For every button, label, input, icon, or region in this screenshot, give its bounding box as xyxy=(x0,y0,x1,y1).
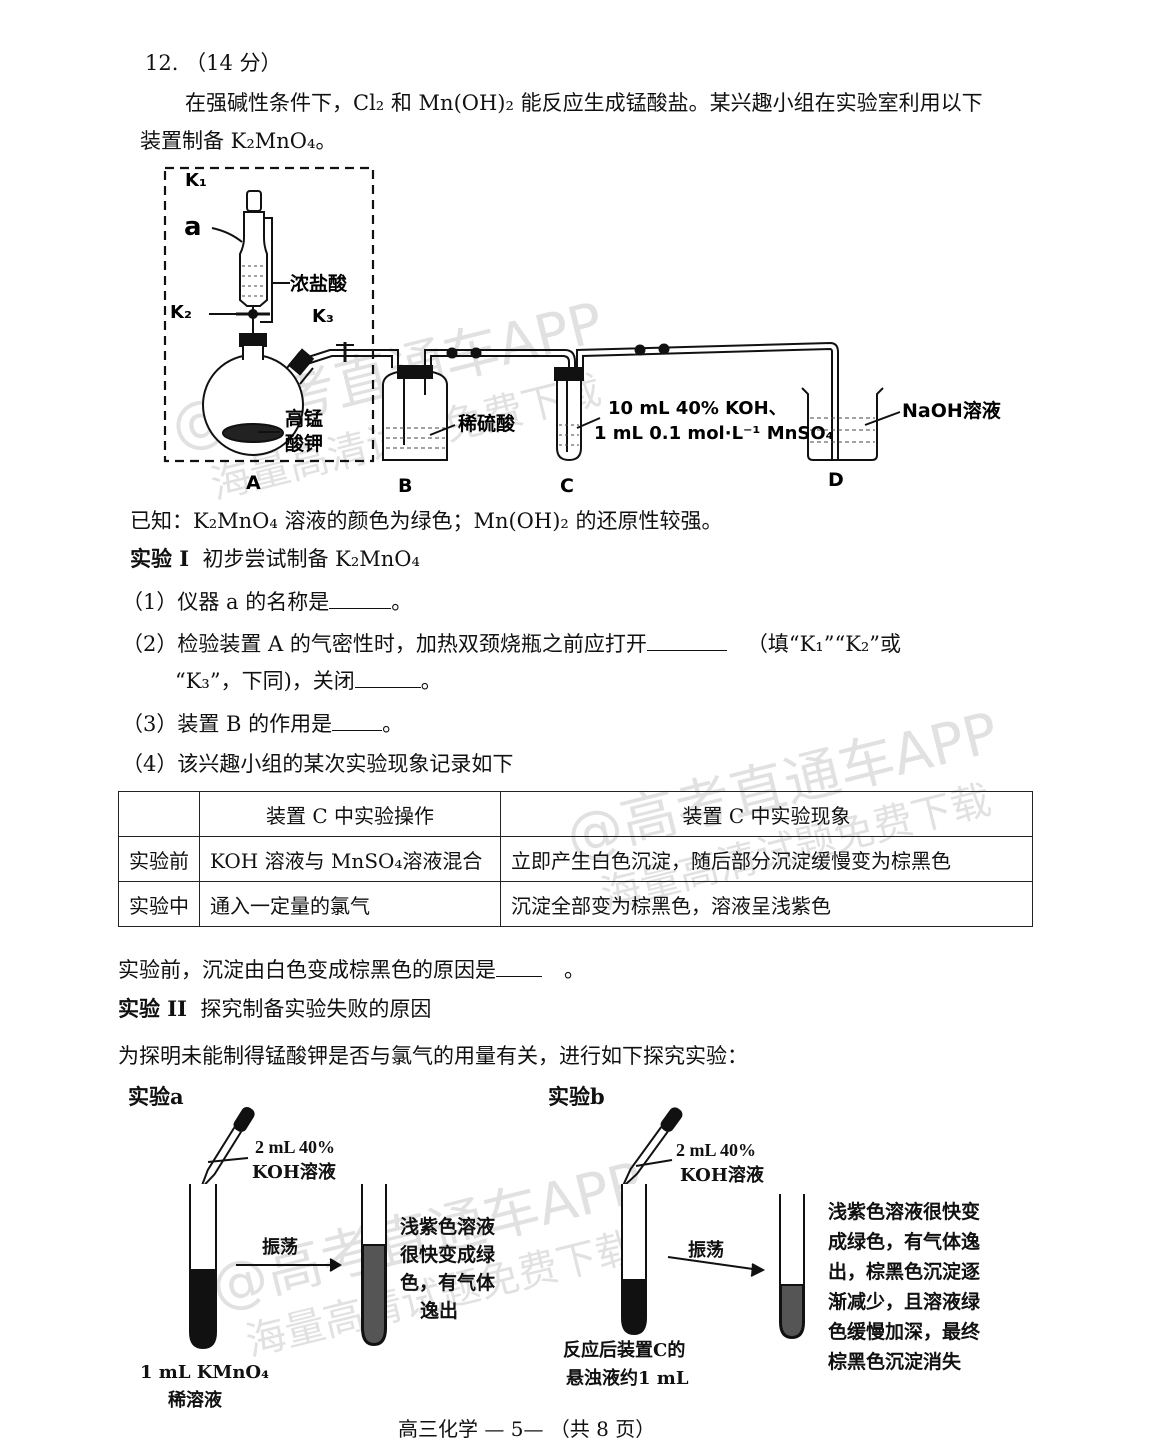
expa-result-line: 很快变成绿 xyxy=(400,1244,496,1266)
label-k1: K₁ xyxy=(185,170,207,191)
apparatus-a-dashed-box xyxy=(163,166,375,463)
label-naoh: NaOH溶液 xyxy=(902,399,1002,422)
q2-text: （2）检验装置 A 的气密性时，加热双颈烧瓶之前应打开 xyxy=(122,632,647,656)
label-apparatus-a: A xyxy=(246,472,261,494)
question-intro-line1: 在强碱性条件下，Cl₂ 和 Mn(OH)₂ 能反应生成锰酸盐。某兴趣小组在实验室… xyxy=(185,91,983,115)
expa-result-line: 色，有气体 xyxy=(400,1272,496,1294)
q4-line: （4）该兴趣小组的某次实验现象记录如下 xyxy=(122,752,514,776)
expb-reagent-2: KOH溶液 xyxy=(680,1165,764,1186)
q1-answer-blank[interactable] xyxy=(329,588,392,609)
table-cell: 实验中 xyxy=(118,881,200,927)
table-header-cell: 装置 C 中实验现象 xyxy=(500,791,1033,837)
q2-line: （2）检验装置 A 的气密性时，加热双颈烧瓶之前应打开 （填“K₁”“K₂”或 xyxy=(122,630,901,657)
label-apparatus-c: C xyxy=(560,475,574,497)
label-k2: K₂ xyxy=(170,302,192,323)
label-apparatus-d: D xyxy=(828,469,844,491)
expb-start-1: 反应后装置C的 xyxy=(563,1340,686,1361)
q3-end: 。 xyxy=(382,712,404,736)
expb-result-line: 浅紫色溶液很快变 xyxy=(828,1201,981,1223)
expa-result-line: 逸出 xyxy=(420,1300,459,1322)
table-cell: 沉淀全部变为棕黑色，溶液呈浅紫色 xyxy=(500,881,1033,927)
expa-action: 振荡 xyxy=(262,1237,298,1258)
q2-line2-text: “K₃”，下同)，关闭 xyxy=(175,669,355,693)
expb-result-line: 出，棕黑色沉淀逐 xyxy=(828,1261,981,1283)
exp1-title: 实验 I xyxy=(130,546,190,571)
table-row: 实验中 通入一定量的氯气 沉淀全部变为棕黑色，溶液呈浅紫色 xyxy=(118,881,1033,927)
q2-line2: “K₃”，下同)，关闭 。 xyxy=(175,667,442,694)
exp2-subtitle: 探究制备实验失败的原因 xyxy=(200,997,432,1021)
label-c-reagent-2: 1 mL 0.1 mol·L⁻¹ MnSO₄ xyxy=(594,423,834,444)
table-cell: 实验前 xyxy=(118,836,200,882)
q2-end: 。 xyxy=(420,669,442,693)
question-score: （14 分） xyxy=(185,51,282,75)
expa-start-2: 稀溶液 xyxy=(168,1390,222,1411)
q2-close-blank[interactable] xyxy=(354,667,421,688)
expb-result: 浅紫色溶液很快变 成绿色，有气体逸 出，棕黑色沉淀逐 渐减少，且溶液绿 色缓慢加… xyxy=(828,1197,980,1377)
question-number: 12. （14 分） xyxy=(145,50,281,76)
q2-open-blank[interactable] xyxy=(646,630,727,651)
expb-result-line: 成绿色，有气体逸 xyxy=(828,1231,981,1253)
label-conc-hcl: 浓盐酸 xyxy=(290,272,348,295)
table-row: 实验前 KOH 溶液与 MnSO₄溶液混合 立即产生白色沉淀，随后部分沉淀缓慢变… xyxy=(118,836,1033,882)
table-cell: KOH 溶液与 MnSO₄溶液混合 xyxy=(199,836,501,882)
page-footer: 高三化学 — 5— （共 8 页） xyxy=(398,1417,656,1441)
expb-result-line: 色缓慢加深，最终 xyxy=(828,1321,981,1343)
observation-table: 装置 C 中实验操作 装置 C 中实验现象 实验前 KOH 溶液与 MnSO₄溶… xyxy=(118,791,1033,927)
q3-text: （3）装置 B 的作用是 xyxy=(122,712,333,736)
q1-end: 。 xyxy=(391,590,413,614)
expb-start-2: 悬浊液约1 mL xyxy=(566,1368,689,1389)
expa-start-1: 1 mL KMnO₄ xyxy=(140,1362,269,1383)
q2-hint: （填“K₁”“K₂”或 xyxy=(746,632,902,656)
exp2-heading: 实验 II 探究制备实验失败的原因 xyxy=(118,996,431,1022)
reason-end: 。 xyxy=(564,958,585,982)
label-dilute-h2so4: 稀硫酸 xyxy=(458,412,516,435)
label-kmno4-1: 高锰 xyxy=(285,407,323,430)
exp1-heading: 实验 I 初步尝试制备 K₂MnO₄ xyxy=(130,546,420,572)
label-c-reagent-1: 10 mL 40% KOH、 xyxy=(608,398,787,419)
table-header-cell xyxy=(118,791,200,837)
expb-result-line: 棕黑色沉淀消失 xyxy=(828,1351,962,1373)
q3-answer-blank[interactable] xyxy=(332,710,383,731)
exp1-subtitle: 初步尝试制备 K₂MnO₄ xyxy=(202,547,420,571)
experiment-diagrams xyxy=(189,1107,805,1350)
table-cell: 通入一定量的氯气 xyxy=(199,881,501,927)
expa-reagent-2: KOH溶液 xyxy=(252,1162,336,1183)
q1-text: （1）仪器 a 的名称是 xyxy=(122,590,330,614)
table-header-row: 装置 C 中实验操作 装置 C 中实验现象 xyxy=(118,791,1033,837)
expb-action: 振荡 xyxy=(688,1240,724,1261)
expa-reagent-1: 2 mL 40% xyxy=(255,1137,336,1157)
expa-label: 实验a xyxy=(128,1084,184,1109)
label-a-instrument: a xyxy=(184,212,202,242)
expb-label: 实验b xyxy=(548,1084,605,1109)
expb-reagent-1: 2 mL 40% xyxy=(676,1140,757,1160)
label-k3: K₃ xyxy=(312,306,334,327)
q3-line: （3）装置 B 的作用是 。 xyxy=(122,710,403,737)
expb-result-line: 渐减少，且溶液绿 xyxy=(828,1291,981,1313)
reason-answer-blank[interactable] xyxy=(496,956,542,977)
label-apparatus-b: B xyxy=(398,475,412,497)
question-intro-line2: 装置制备 K₂MnO₄。 xyxy=(140,129,337,153)
label-kmno4-2: 酸钾 xyxy=(285,432,323,455)
expa-result-line: 浅紫色溶液 xyxy=(400,1216,496,1238)
reason-text: 实验前，沉淀由白色变成棕黑色的原因是 xyxy=(118,958,496,982)
expa-result: 浅紫色溶液 很快变成绿 色，有气体 逸出 xyxy=(400,1213,495,1325)
question-number-text: 12. xyxy=(145,51,186,75)
table-header-cell: 装置 C 中实验操作 xyxy=(199,791,501,837)
known-info: 已知：K₂MnO₄ 溶液的颜色为绿色；Mn(OH)₂ 的还原性较强。 xyxy=(130,509,723,533)
table-cell: 立即产生白色沉淀，随后部分沉淀缓慢变为棕黑色 xyxy=(500,836,1033,882)
exp2-intro: 为探明未能制得锰酸钾是否与氯气的用量有关，进行如下探究实验： xyxy=(118,1044,748,1068)
reason-line: 实验前，沉淀由白色变成棕黑色的原因是 。 xyxy=(118,956,585,983)
q1-line: （1）仪器 a 的名称是 。 xyxy=(122,588,412,615)
apparatus-diagram: K₁ a K₂ K₃ 浓盐酸 高锰 酸钾 稀硫酸 10 mL 40% KOH、 … xyxy=(163,166,1002,497)
exp2-title: 实验 II xyxy=(118,996,187,1021)
